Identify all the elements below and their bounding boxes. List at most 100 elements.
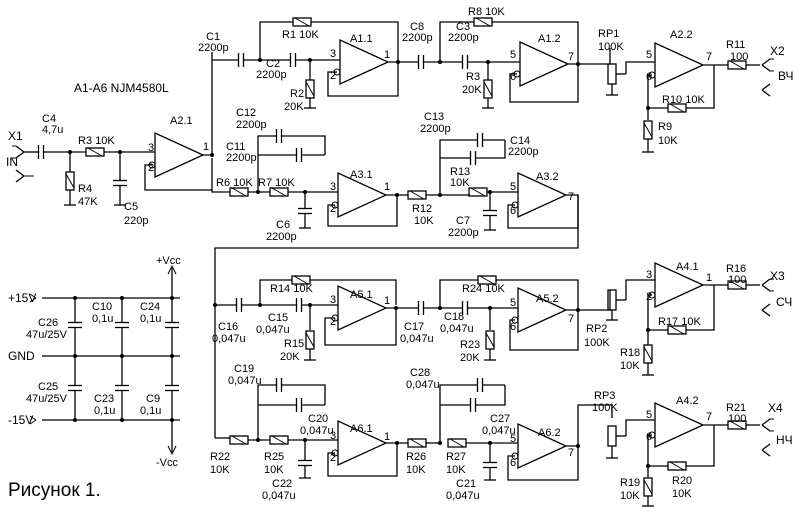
c25-value: 47u/25V: [26, 393, 68, 405]
c12-value: 2200p: [236, 119, 267, 131]
a12-pin7: 7: [568, 51, 574, 63]
c11-label: C11: [226, 141, 245, 153]
hf2-filter: [211, 128, 579, 438]
c18-label: C18: [444, 311, 464, 323]
a32-label: A3.2: [536, 171, 559, 183]
a62-pin7: 7: [568, 447, 574, 459]
a11-pin2: 2: [330, 70, 336, 82]
a31-pin2: 2: [330, 203, 336, 215]
a22-pin6: 6: [646, 71, 652, 83]
a52-pin7: 7: [568, 313, 574, 325]
a12-pin6: 6: [510, 71, 516, 83]
r24-label: R24 10K: [462, 283, 505, 295]
c3-label: C3: [456, 21, 470, 33]
c10-value: 0,1u: [92, 313, 113, 325]
r12-value: 10K: [414, 215, 434, 227]
a21-label: A2.1: [170, 115, 193, 127]
r2-label: R2: [290, 88, 304, 100]
c23-label: C23: [94, 393, 114, 405]
c2-label: C2: [266, 58, 280, 70]
c1-label: C1: [206, 31, 220, 43]
a62-label: A6.2: [538, 427, 561, 439]
supply-plus-vcc-label: +Vcc: [156, 255, 181, 267]
a61-pin2: 2: [330, 452, 336, 464]
c24-label: C24: [140, 301, 160, 313]
c11-value: 2200p: [226, 152, 257, 164]
r14-label: R14 10K: [270, 283, 313, 295]
port-mf-label: СЧ: [776, 295, 792, 309]
c24-value: 0,1u: [140, 313, 161, 325]
c15-value: 0,047u: [256, 324, 290, 336]
a51-pin3: 3: [330, 294, 336, 306]
mf-filter: [213, 262, 775, 376]
port-in-label: IN: [6, 155, 18, 169]
c9-label: C9: [146, 393, 160, 405]
r11-label: R11: [726, 39, 745, 51]
c14-label: C14: [510, 135, 530, 147]
r25-label: R25: [264, 451, 284, 463]
hf-filter: [212, 17, 775, 153]
port-x1-label: X1: [8, 129, 23, 143]
c27-value: 0,047u: [482, 425, 516, 437]
a12-pin5: 5: [510, 49, 516, 61]
r12-label: R12: [412, 203, 432, 215]
rp1-label: RP1: [598, 28, 619, 40]
r18-label: R18: [620, 347, 640, 359]
r4-value: 47K: [78, 196, 98, 208]
c7-label: C7: [456, 215, 470, 227]
c17-value: 0,047u: [400, 333, 434, 345]
a11-pin3: 3: [330, 48, 336, 60]
a52-label: A5.2: [536, 293, 559, 305]
ic-note: A1-A6 NJM4580L: [74, 81, 169, 95]
port-x3-label: X3: [770, 269, 785, 283]
c10-label: C10: [92, 301, 112, 313]
c26-value: 47u/25V: [26, 329, 68, 341]
r18-value: 10K: [620, 360, 640, 372]
labels: A1-A6 NJM4580L X1 IN C4 4,7u R3 10K R4 4…: [6, 6, 793, 502]
r21-label: R21: [726, 402, 746, 414]
a42-pin6: 6: [646, 431, 652, 443]
supply-minus-vcc-label: -Vcc: [156, 457, 179, 469]
r6-label: R6 10K: [216, 177, 253, 189]
a42-label: A4.2: [676, 395, 699, 407]
a41-pin2: 2: [646, 291, 652, 303]
c28-label: C28: [410, 367, 430, 379]
supply-minus15-label: -15V: [8, 413, 33, 427]
a22-pin5: 5: [646, 49, 652, 61]
r16-label: R16: [726, 263, 746, 275]
c2-value: 2200p: [256, 69, 287, 81]
r19-label: R19: [620, 477, 640, 489]
r16-value: 100: [728, 274, 746, 286]
r2-value: 20K: [284, 101, 304, 113]
supply-plus15-label: +15V: [8, 291, 36, 305]
c28-value: 0,047u: [406, 379, 440, 391]
r11-value: 100: [730, 51, 748, 63]
a31-pin1: 1: [384, 181, 390, 193]
r23-value: 20K: [460, 352, 480, 364]
a51-pin1: 1: [384, 295, 390, 307]
supply-gnd-label: GND: [8, 349, 35, 363]
a41-pin3: 3: [646, 269, 652, 281]
c6-value: 2200p: [266, 231, 297, 243]
a21-pin3: 3: [148, 142, 154, 154]
c25-label: C25: [38, 381, 58, 393]
port-hf-label: ВЧ: [778, 69, 793, 83]
r19-value: 10K: [620, 490, 640, 502]
a21-pin2: 2: [148, 162, 154, 174]
a62-pin5: 5: [510, 433, 516, 445]
c17-label: C17: [404, 321, 424, 333]
c22-value: 0,047u: [262, 490, 296, 502]
c13-value: 2200p: [420, 123, 451, 135]
a41-pin1: 1: [706, 272, 712, 284]
r4-label: R4: [78, 183, 92, 195]
a61-label: A6.1: [350, 423, 373, 435]
c3-value: 2200p: [448, 32, 479, 44]
c22-label: C22: [272, 478, 292, 490]
port-lf-label: НЧ: [776, 433, 793, 447]
c8-value: 2200p: [402, 32, 433, 44]
r26-label: R26: [406, 451, 426, 463]
c12-label: C12: [236, 107, 256, 119]
r20-value: 10K: [672, 488, 692, 500]
c1-value: 2200p: [198, 42, 229, 54]
c21-value: 0,047u: [446, 490, 480, 502]
